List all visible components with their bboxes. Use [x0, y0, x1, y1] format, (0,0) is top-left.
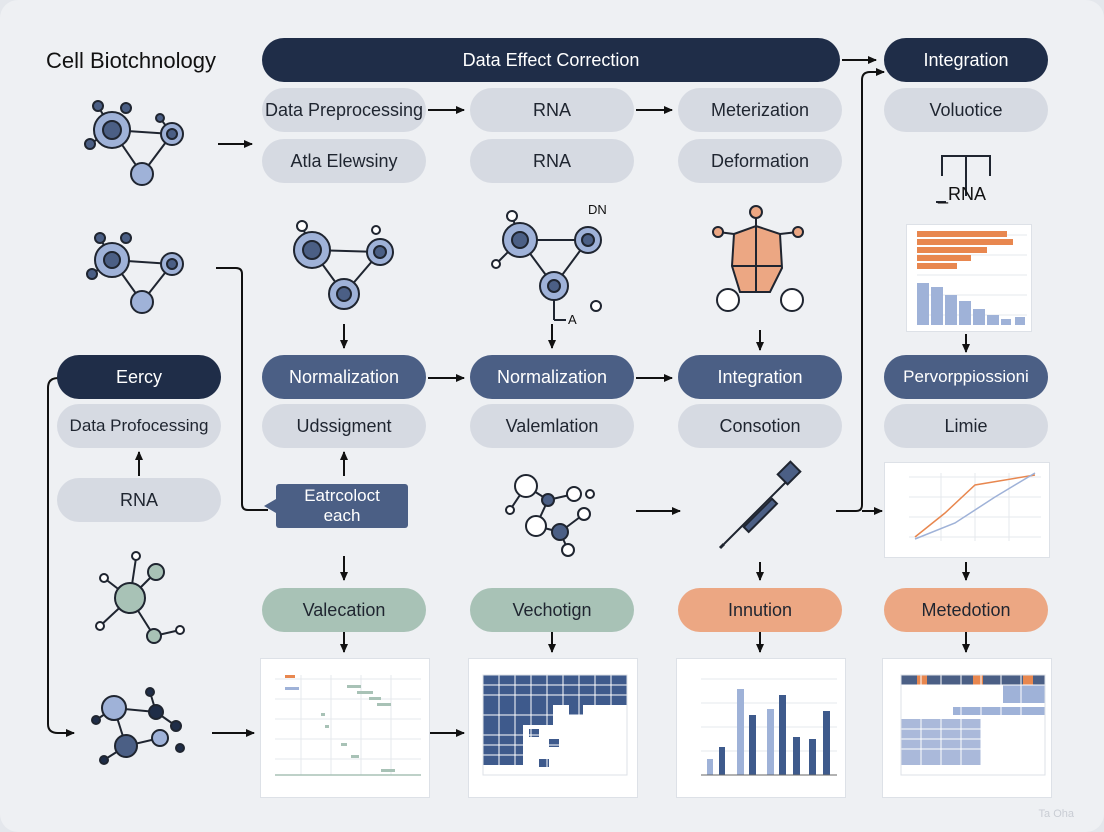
consotion-node[interactable]: Consotion — [678, 404, 842, 448]
molecule-cluster-icon — [91, 687, 185, 765]
valecation-node[interactable]: Valecation — [262, 588, 426, 632]
arrow — [836, 68, 885, 512]
line-chart-thumbnail-graphic — [909, 472, 1041, 541]
arrow — [47, 377, 75, 737]
column-chart-thumbnail — [676, 658, 846, 798]
voluotice-node[interactable]: Voluotice — [884, 88, 1048, 132]
data-effect-correction-header[interactable]: Data Effect Correction — [262, 38, 840, 82]
molecule-icon — [95, 551, 185, 644]
limie-node[interactable]: Limie — [884, 404, 1048, 448]
meterization-node[interactable]: Meterization — [678, 88, 842, 132]
callout-line-1: Eatrcoloct — [304, 486, 380, 505]
cell-network-icon — [86, 232, 184, 314]
cell-network-icon — [84, 100, 184, 186]
valemlation-node[interactable]: Valemlation — [470, 404, 634, 448]
heatmap-thumbnail-graphic — [482, 674, 628, 776]
vechotign-node[interactable]: Vechotign — [470, 588, 634, 632]
page-title: Cell Biotchnology — [46, 48, 216, 73]
atla-elewsiny-node[interactable]: Atla Elewsiny — [262, 139, 426, 183]
gantt-chart-thumbnail-graphic — [275, 675, 421, 776]
normalization-node-1[interactable]: Normalization — [262, 355, 426, 399]
rna-node[interactable]: RNA — [470, 88, 634, 132]
heatmap-thumbnail — [468, 658, 638, 798]
pipette-icon — [718, 460, 802, 550]
matrix-thumbnail — [882, 658, 1052, 798]
bar-chart-thumbnail — [906, 224, 1032, 332]
callout-line-2: each — [323, 506, 361, 525]
deformation-node[interactable]: Deformation — [678, 139, 842, 183]
a-icon-label: A — [568, 312, 577, 327]
graph-network-icon — [505, 474, 595, 557]
line-chart-thumbnail — [884, 462, 1050, 558]
bar-chart-thumbnail-graphic — [917, 231, 1027, 325]
integration-node[interactable]: Integration — [678, 355, 842, 399]
gantt-chart-thumbnail — [260, 658, 430, 798]
rna-node-2[interactable]: RNA — [470, 139, 634, 183]
data-preprocessing-node[interactable]: Data Preprocessing — [262, 88, 426, 132]
data-profocessing-node[interactable]: Data Profocessing — [57, 404, 221, 448]
matrix-thumbnail-graphic — [900, 674, 1046, 776]
pervorppiossioni-node[interactable]: Pervorppiossioni — [884, 355, 1048, 399]
rna-icon-label: _RNA — [938, 184, 987, 204]
cell-network-icon — [491, 210, 602, 321]
connector — [216, 267, 268, 511]
cell-network-icon — [293, 220, 394, 310]
molecule-structure-icon — [712, 205, 804, 312]
normalization-node-2[interactable]: Normalization — [470, 355, 634, 399]
column-chart-thumbnail-graphic — [701, 678, 837, 776]
integration-header[interactable]: Integration — [884, 38, 1048, 82]
eercy-node[interactable]: Eercy — [57, 355, 221, 399]
innution-node[interactable]: Innution — [678, 588, 842, 632]
rna-left-node[interactable]: RNA — [57, 478, 221, 522]
dn-icon-label: DN — [588, 202, 607, 217]
eatrcoloct-callout[interactable]: Eatrcoloct each — [264, 484, 408, 528]
watermark: Ta Oha — [1038, 808, 1074, 820]
bracket-icon — [936, 155, 991, 203]
udssigment-node[interactable]: Udssigment — [262, 404, 426, 448]
metedotion-node[interactable]: Metedotion — [884, 588, 1048, 632]
